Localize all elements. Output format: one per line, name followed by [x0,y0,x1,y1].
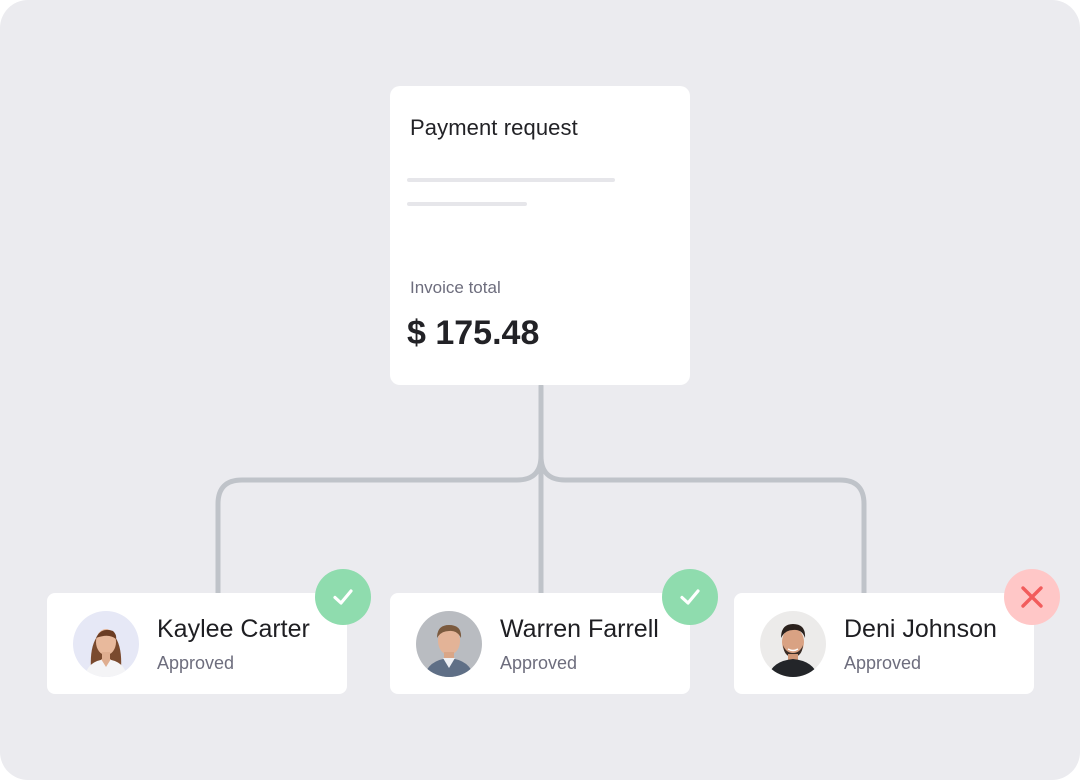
payment-request-card[interactable]: Payment request Invoice total $ 175.48 [390,86,690,385]
invoice-total-amount: $ 175.48 [407,314,540,352]
approver-name: Warren Farrell [500,615,659,643]
approver-status: Approved [500,653,578,673]
approver-card-kaylee-carter[interactable]: Kaylee Carter Approved [47,593,347,694]
request-title: Payment request [410,115,578,140]
approved-badge [662,569,718,625]
approver-card-warren-farrell[interactable]: Warren Farrell Approved [390,593,690,694]
avatar [760,611,826,677]
close-icon [1021,586,1043,608]
placeholder-line [407,178,615,182]
approver-name: Kaylee Carter [157,615,310,643]
avatar [416,611,482,677]
invoice-total-label: Invoice total [410,278,501,297]
placeholder-line [407,202,527,206]
rejected-badge [1004,569,1060,625]
checkmark-icon [333,589,353,605]
approver-status: Approved [157,653,235,673]
approver-name: Deni Johnson [844,615,997,643]
approver-card-deni-johnson[interactable]: Deni Johnson Approved [734,593,1034,694]
approved-badge [315,569,371,625]
avatar [73,611,139,677]
approver-status: Approved [844,653,922,673]
checkmark-icon [680,589,700,605]
